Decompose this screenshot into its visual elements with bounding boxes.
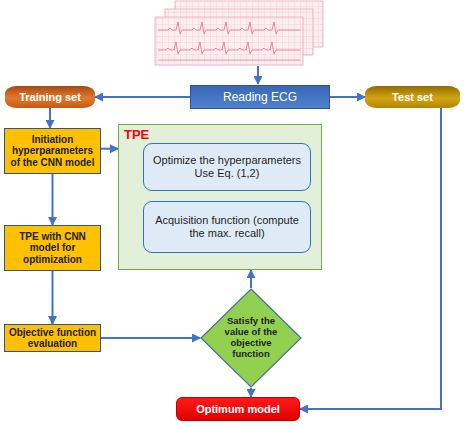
box-text: TPE with CNN model for optimization <box>8 231 97 266</box>
ecg-trace <box>158 42 300 54</box>
box-text: Reading ECG <box>223 90 297 104</box>
ecg-grid <box>175 1 323 47</box>
ecg-grid <box>165 9 313 55</box>
process-box: Acquisition function (compute the max. r… <box>143 201 311 253</box>
flow-arrow <box>49 108 51 128</box>
flow-arrow <box>250 388 252 397</box>
box-text: Test set <box>392 91 433 103</box>
decision-diamond: Satisfy the value of the objective funct… <box>200 288 302 388</box>
process-box: TPE with CNN model for optimization <box>4 225 101 271</box>
decision-text: Satisfy the value of the objective funct… <box>200 316 302 360</box>
ecg-sheets <box>155 1 323 65</box>
process-box: Initiation hyperparameters of the CNN mo… <box>4 128 101 174</box>
flow-arrow <box>52 174 54 225</box>
input-box: Reading ECG <box>190 85 330 109</box>
group-title: TPE <box>124 127 149 142</box>
box-text: Initiation hyperparameters of the CNN mo… <box>8 134 97 169</box>
box-text: Objective function evaluation <box>8 327 97 350</box>
dataset-cylinder: Training set <box>5 86 95 108</box>
flow-arrow <box>95 96 190 98</box>
group-box: TPEOptimize the hyperparameters Use Eq. … <box>118 124 322 270</box>
box-text: Training set <box>19 91 81 103</box>
ecg-sheet <box>175 1 323 47</box>
process-box: Objective function evaluation <box>4 324 101 352</box>
flow-arrow <box>101 337 200 339</box>
ecg-trace <box>158 22 300 34</box>
process-box: Optimize the hyperparameters Use Eq. (1,… <box>143 143 311 191</box>
flow-arrow <box>257 66 259 84</box>
flow-arrow <box>101 148 118 150</box>
ecg-grid <box>155 17 303 65</box>
box-text: Acquisition function (compute the max. r… <box>152 214 302 240</box>
ecg-sheet <box>165 9 313 55</box>
terminal-box: Optimum model <box>176 397 300 421</box>
ecg-sheet <box>155 17 303 65</box>
box-text: Optimum model <box>196 403 280 415</box>
box-text: Optimize the hyperparameters Use Eq. (1,… <box>152 154 302 180</box>
flow-arrow <box>330 96 365 98</box>
dataset-cylinder: Test set <box>365 86 460 108</box>
ecg-trace <box>158 60 300 61</box>
flow-arrow <box>250 270 252 288</box>
flow-arrow <box>52 271 54 324</box>
